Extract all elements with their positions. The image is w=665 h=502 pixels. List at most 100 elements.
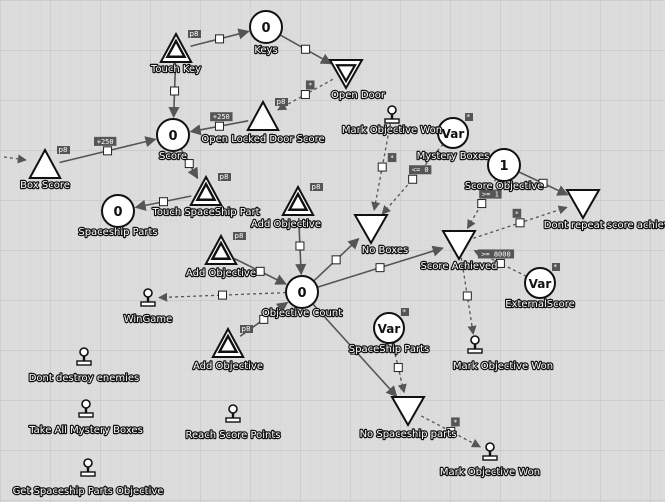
node-add-objective-2[interactable]: p8	[204, 232, 246, 265]
node-no-spaceship-parts[interactable]	[390, 396, 426, 428]
node-mark-objective-won-mid[interactable]	[467, 335, 483, 354]
svg-text:>= 8000: >= 8000	[481, 250, 511, 258]
edge-handle[interactable]	[103, 146, 113, 156]
edge-handle[interactable]	[218, 290, 228, 300]
edge-handle[interactable]	[158, 197, 168, 207]
edge-handle[interactable]	[538, 178, 548, 188]
node-score-objective[interactable]: 1	[487, 148, 521, 182]
edge-add-objective-1-to-objective-count[interactable]	[295, 217, 307, 276]
node-mark-objective-won-bottom[interactable]	[482, 442, 498, 461]
edge-touch-key-to-keys[interactable]	[190, 28, 250, 48]
node-value: Var	[442, 127, 465, 141]
node-take-all-mystery-boxes[interactable]	[78, 399, 94, 418]
pool-shape	[101, 194, 135, 228]
edge-handle[interactable]	[255, 266, 265, 276]
edge-handle[interactable]	[301, 44, 311, 54]
node-label: WinGame	[124, 314, 173, 325]
edge-handle[interactable]	[375, 263, 385, 273]
svg-text:<= 0: <= 0	[412, 166, 429, 174]
node-touch-key[interactable]: p8	[159, 30, 201, 63]
node-touch-spaceship-part[interactable]: p8	[189, 173, 231, 206]
node-score[interactable]: 0	[156, 118, 190, 152]
svg-text:p8: p8	[190, 30, 199, 38]
node-value: Var	[529, 277, 552, 291]
node-value: 1	[499, 159, 508, 174]
node-wingame[interactable]	[140, 288, 156, 307]
node-get-spaceship-parts-objective[interactable]	[80, 458, 96, 477]
node-label: Add Objective	[251, 219, 321, 230]
edge-handle[interactable]	[300, 90, 310, 100]
node-label: SpaceShip Parts	[349, 344, 429, 355]
edge-open-locked-door-score-to-score[interactable]: +250	[189, 112, 249, 136]
node-score-achieved[interactable]	[441, 230, 477, 262]
node-mystery-boxes[interactable]: Var*	[437, 113, 473, 149]
edge-spaceship-parts-var-to-no-spaceship-parts[interactable]	[391, 342, 407, 394]
node-label: Add Objective	[186, 268, 256, 279]
node-mark-objective-won-top[interactable]	[384, 105, 400, 124]
edge-handle[interactable]	[495, 258, 505, 268]
edge-handle[interactable]	[408, 174, 418, 184]
source-shape	[246, 99, 280, 131]
edge-handle[interactable]	[377, 162, 387, 172]
edge-handle[interactable]	[331, 255, 341, 265]
edge-objective-count-to-no-spaceship-parts[interactable]	[312, 303, 398, 398]
edge-handle[interactable]	[350, 345, 360, 355]
edge-score-achieved-to-mark-objective-won-mid[interactable]	[460, 257, 477, 336]
edge-keys-to-open-door[interactable]	[279, 34, 333, 65]
svg-text:>= 1: >= 1	[482, 191, 499, 199]
edge-score-achieved-to-dont-repeat[interactable]: *	[473, 205, 568, 239]
edge-handle[interactable]	[184, 159, 194, 169]
svg-text:*: *	[554, 263, 558, 271]
edge-handle[interactable]	[259, 314, 269, 324]
edge-no-spaceship-parts-to-mark-objective-won-bottom[interactable]: *	[420, 415, 482, 448]
node-label: Touch SpaceShip Part	[151, 207, 259, 218]
node-spaceship-parts-pool[interactable]: 0	[101, 194, 135, 228]
node-keys[interactable]: 0	[249, 10, 283, 44]
node-external-score[interactable]: Var*	[524, 263, 560, 299]
edge-open-door-to-open-locked-door-score[interactable]: *	[277, 78, 334, 111]
source-shape	[28, 147, 62, 179]
end-condition-icon	[482, 442, 498, 461]
edge-handle[interactable]	[295, 241, 305, 251]
svg-text:*: *	[308, 82, 312, 90]
edge-mark-objective-won-top-to-no-boxes[interactable]: *	[371, 123, 397, 212]
edge-external-score-to-score-achieved[interactable]: >= 8000	[473, 249, 527, 277]
edge-handle[interactable]	[214, 121, 224, 131]
node-dont-destroy-enemies[interactable]	[76, 347, 92, 366]
edge-handle[interactable]	[477, 199, 487, 209]
node-objective-count[interactable]: 0	[285, 275, 319, 309]
edge-objective-count-to-score-achieved[interactable]	[317, 245, 444, 288]
incoming-connection-stub[interactable]	[3, 154, 27, 164]
node-value: 0	[261, 21, 270, 36]
edge-objective-count-to-no-boxes[interactable]	[313, 237, 360, 282]
node-dont-repeat[interactable]	[565, 189, 601, 221]
edge-handle[interactable]	[393, 363, 403, 373]
edge-touch-spaceship-part-to-spaceship-parts-pool[interactable]	[134, 195, 192, 211]
node-open-locked-door-score[interactable]: p8	[246, 98, 288, 131]
edge-touch-key-to-score[interactable]	[168, 64, 180, 119]
node-label: Dont repeat score achieved	[544, 220, 665, 231]
edge-mystery-boxes-to-no-boxes[interactable]: <= 0	[381, 143, 444, 215]
node-add-objective-1[interactable]: p8	[281, 183, 323, 216]
end-condition-icon	[76, 347, 92, 366]
edge-box-score-to-score[interactable]: +250	[59, 136, 157, 164]
node-label: Mark Objective Won	[453, 361, 553, 372]
register-shape	[524, 267, 556, 299]
edge-handle[interactable]	[515, 218, 525, 228]
edge-score-objective-to-score-achieved[interactable]: >= 1	[466, 178, 502, 230]
edge-handle[interactable]	[446, 426, 456, 436]
node-open-door[interactable]	[328, 59, 364, 91]
edge-add-objective-2-to-objective-count[interactable]	[234, 257, 287, 285]
edge-score-objective-to-dont-repeat[interactable]	[518, 171, 569, 196]
edge-score-to-touch-spaceship-part[interactable]	[180, 148, 199, 180]
edge-handle[interactable]	[462, 291, 472, 301]
node-spaceship-parts-var[interactable]: Var*	[373, 308, 409, 344]
node-no-boxes[interactable]	[353, 214, 389, 246]
edge-handle[interactable]	[170, 86, 180, 96]
node-box-score[interactable]: p8	[28, 146, 70, 179]
edge-objective-count-to-wingame[interactable]	[158, 290, 287, 302]
node-reach-score-points[interactable]	[225, 404, 241, 423]
node-add-objective-3[interactable]: p8	[211, 325, 253, 358]
edge-handle[interactable]	[215, 34, 225, 44]
